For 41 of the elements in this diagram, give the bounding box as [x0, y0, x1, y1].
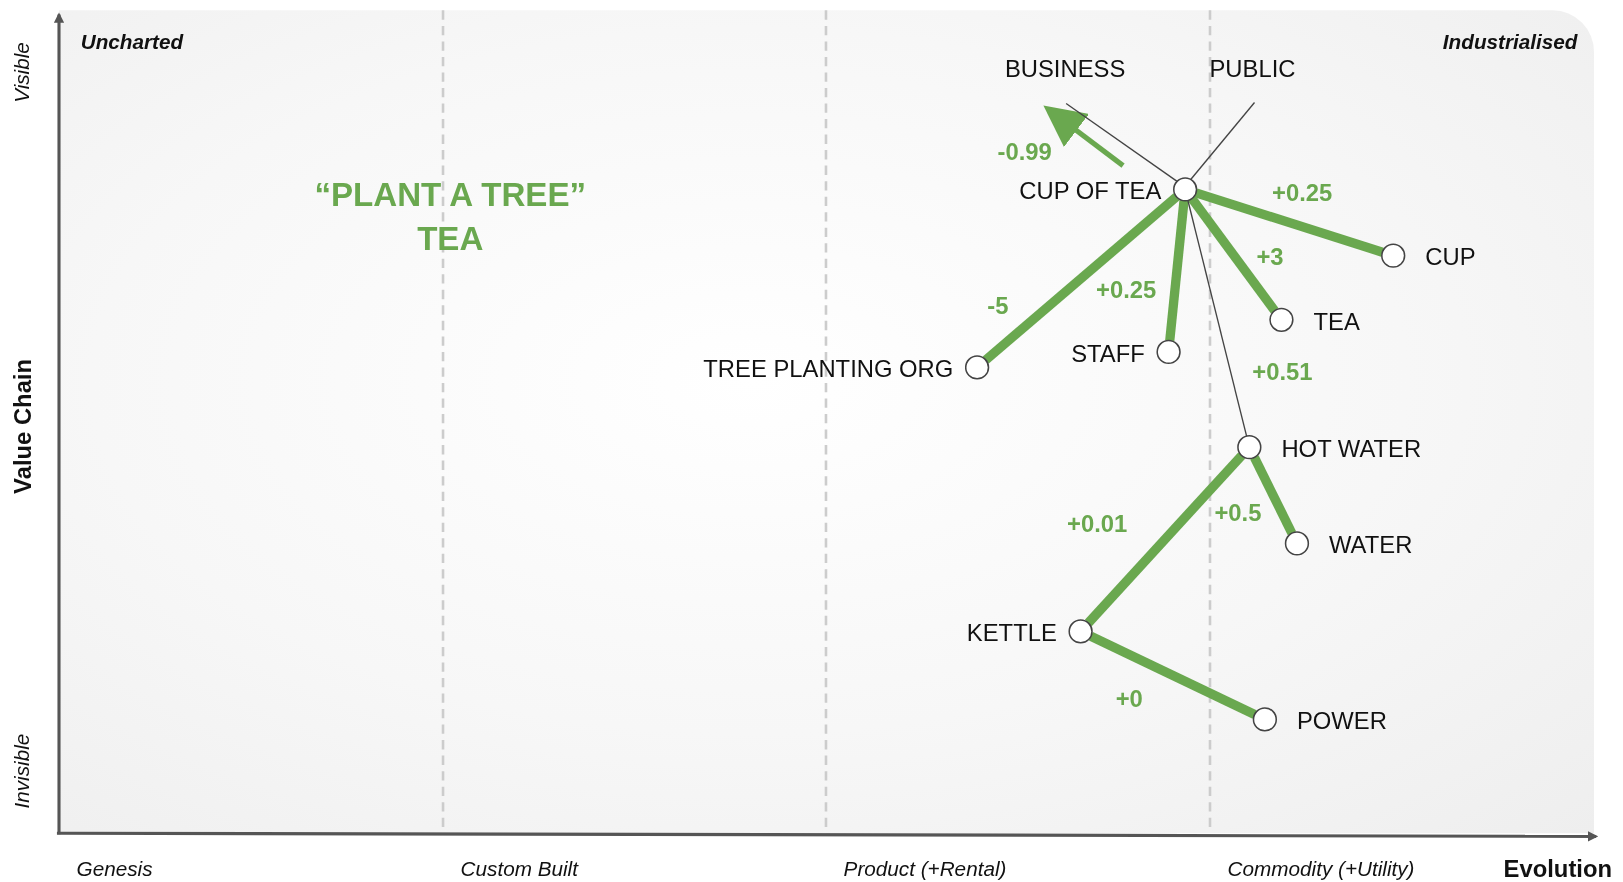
- edge-label: +0.5: [1214, 499, 1262, 528]
- connector-line: [1088, 632, 1257, 719]
- change-label: -0.99: [997, 138, 1052, 167]
- component-label: STAFF: [1071, 340, 1145, 368]
- edge-label: +0: [1115, 685, 1143, 714]
- stage-label: Uncharted: [80, 30, 184, 55]
- axis-title: Value Chain: [8, 359, 37, 494]
- stage-label: Product (+Rental): [843, 857, 1007, 882]
- stage-label: Commodity (+Utility): [1227, 857, 1415, 882]
- edge-label: +0.25: [1096, 275, 1157, 304]
- user-label: PUBLIC: [1209, 55, 1296, 84]
- connector-line: [1250, 455, 1297, 536]
- edge-label: +0.51: [1252, 358, 1313, 387]
- axis-end-label: Visible: [10, 42, 35, 103]
- component-label: CUP OF TEA: [1019, 177, 1162, 206]
- edge-label: +0.01: [1067, 509, 1128, 538]
- connector-line: [1187, 199, 1248, 437]
- axis-title: Evolution: [1503, 855, 1612, 882]
- component-label: CUP: [1425, 243, 1476, 272]
- component-label: KETTLE: [966, 619, 1057, 648]
- map-annotation: “PLANT A TREE” TEA: [313, 175, 588, 259]
- axis-end-label: Invisible: [10, 733, 35, 809]
- edge-label: +3: [1256, 243, 1284, 272]
- component-label: HOT WATER: [1281, 435, 1422, 464]
- stage-label: Industrialised: [1442, 30, 1578, 55]
- user-label: BUSINESS: [1004, 55, 1126, 84]
- edge-label: +0.25: [1272, 179, 1333, 208]
- stage-label: Genesis: [76, 857, 153, 882]
- connector-line: [1194, 188, 1384, 257]
- connector-line: [982, 193, 1180, 364]
- component-label: TEA: [1313, 307, 1360, 336]
- component-label: POWER: [1296, 707, 1387, 736]
- edge-label: -5: [987, 292, 1009, 321]
- connector-line: [1165, 200, 1189, 342]
- component-label: TREE PLANTING ORG: [703, 355, 954, 384]
- connector-line: [1190, 101, 1256, 181]
- connector-line: [1084, 452, 1246, 627]
- component-label: WATER: [1329, 531, 1413, 560]
- stage-label: Custom Built: [460, 857, 578, 882]
- connector-line: [1188, 195, 1279, 314]
- connector-line: [1065, 102, 1178, 183]
